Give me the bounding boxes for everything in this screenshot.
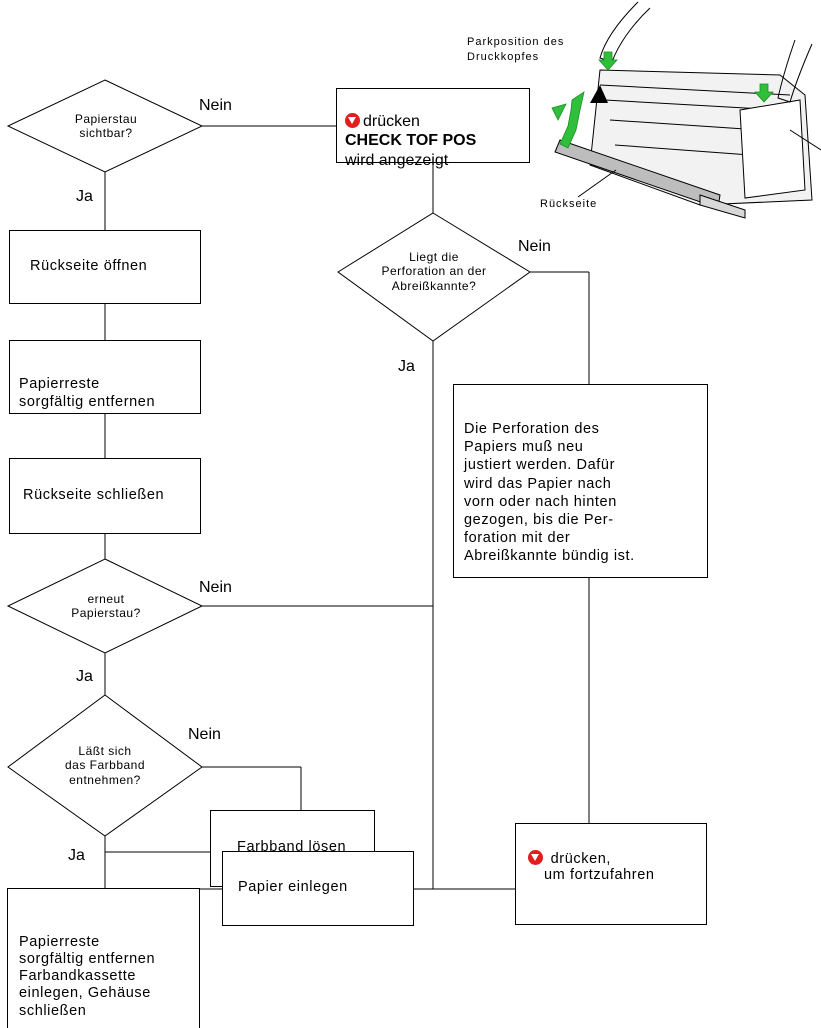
label-ja-4: Ja	[68, 847, 85, 864]
black-arrow-icon	[590, 85, 608, 103]
step-papier-einlegen-label: Papier einlegen	[238, 879, 348, 895]
top-box-line2: CHECK TOF POS	[345, 132, 477, 150]
label-nein-4: Nein	[188, 726, 221, 743]
top-box-line3: wird angezeigt	[345, 151, 449, 169]
step-rueckseite-schliessen: Rückseite schließen	[9, 458, 201, 534]
step-final-reassemble: Papierreste sorgfältig entfernen Farband…	[7, 888, 200, 1028]
step-rueckseite-oeffnen-label: Rückseite öffnen	[30, 258, 148, 274]
step-papierreste-entfernen: Papierreste sorgfältig entfernen	[9, 340, 201, 414]
label-ja-3: Ja	[76, 668, 93, 685]
step-rueckseite-oeffnen: Rückseite öffnen	[9, 230, 201, 304]
label-ja-2: Ja	[398, 358, 415, 375]
step-perforation-justieren: Die Perforation des Papiers muß neu just…	[453, 384, 708, 578]
park-position-label: Parkposition des Druckkopfes	[467, 36, 565, 63]
step-perforation-justieren-label: Die Perforation des Papiers muß neu just…	[464, 421, 635, 564]
label-ja-1: Ja	[76, 188, 93, 205]
decision-perforation: Liegt die Perforation an der Abreißkannt…	[381, 250, 487, 293]
step-papier-einlegen: Papier einlegen	[222, 851, 414, 926]
step-rueckseite-schliessen-label: Rückseite schließen	[23, 487, 165, 503]
label-nein-1: Nein	[199, 97, 232, 114]
continue-key-icon-2	[528, 850, 543, 865]
continue-box: drücken, um fortzufahren	[515, 823, 707, 925]
decision-farbband: Läßt sich das Farbband entnehmen?	[64, 744, 146, 787]
printer-illustration	[554, 1, 821, 219]
step-final-reassemble-label: Papierreste sorgfältig entfernen Farband…	[19, 934, 156, 1019]
continue-line1: drücken,	[550, 851, 612, 867]
continue-key-icon	[345, 113, 360, 129]
decision-erneut-papierstau: erneut Papierstau?	[71, 592, 141, 621]
decision-papierstau-sichtbar: Papierstau sichtbar?	[74, 112, 138, 141]
back-side-label: Rückseite	[540, 198, 598, 210]
step-papierreste-entfernen-label: Papierreste sorgfältig entfernen	[19, 376, 156, 411]
continue-line2: um fortzufahren	[544, 867, 655, 883]
label-nein-3: Nein	[199, 579, 232, 596]
top-box-line1: drücken	[363, 113, 420, 131]
label-nein-2: Nein	[518, 238, 551, 255]
top-check-box: drücken CHECK TOF POS wird angezeigt	[336, 88, 530, 169]
green-arrows	[551, 51, 774, 149]
